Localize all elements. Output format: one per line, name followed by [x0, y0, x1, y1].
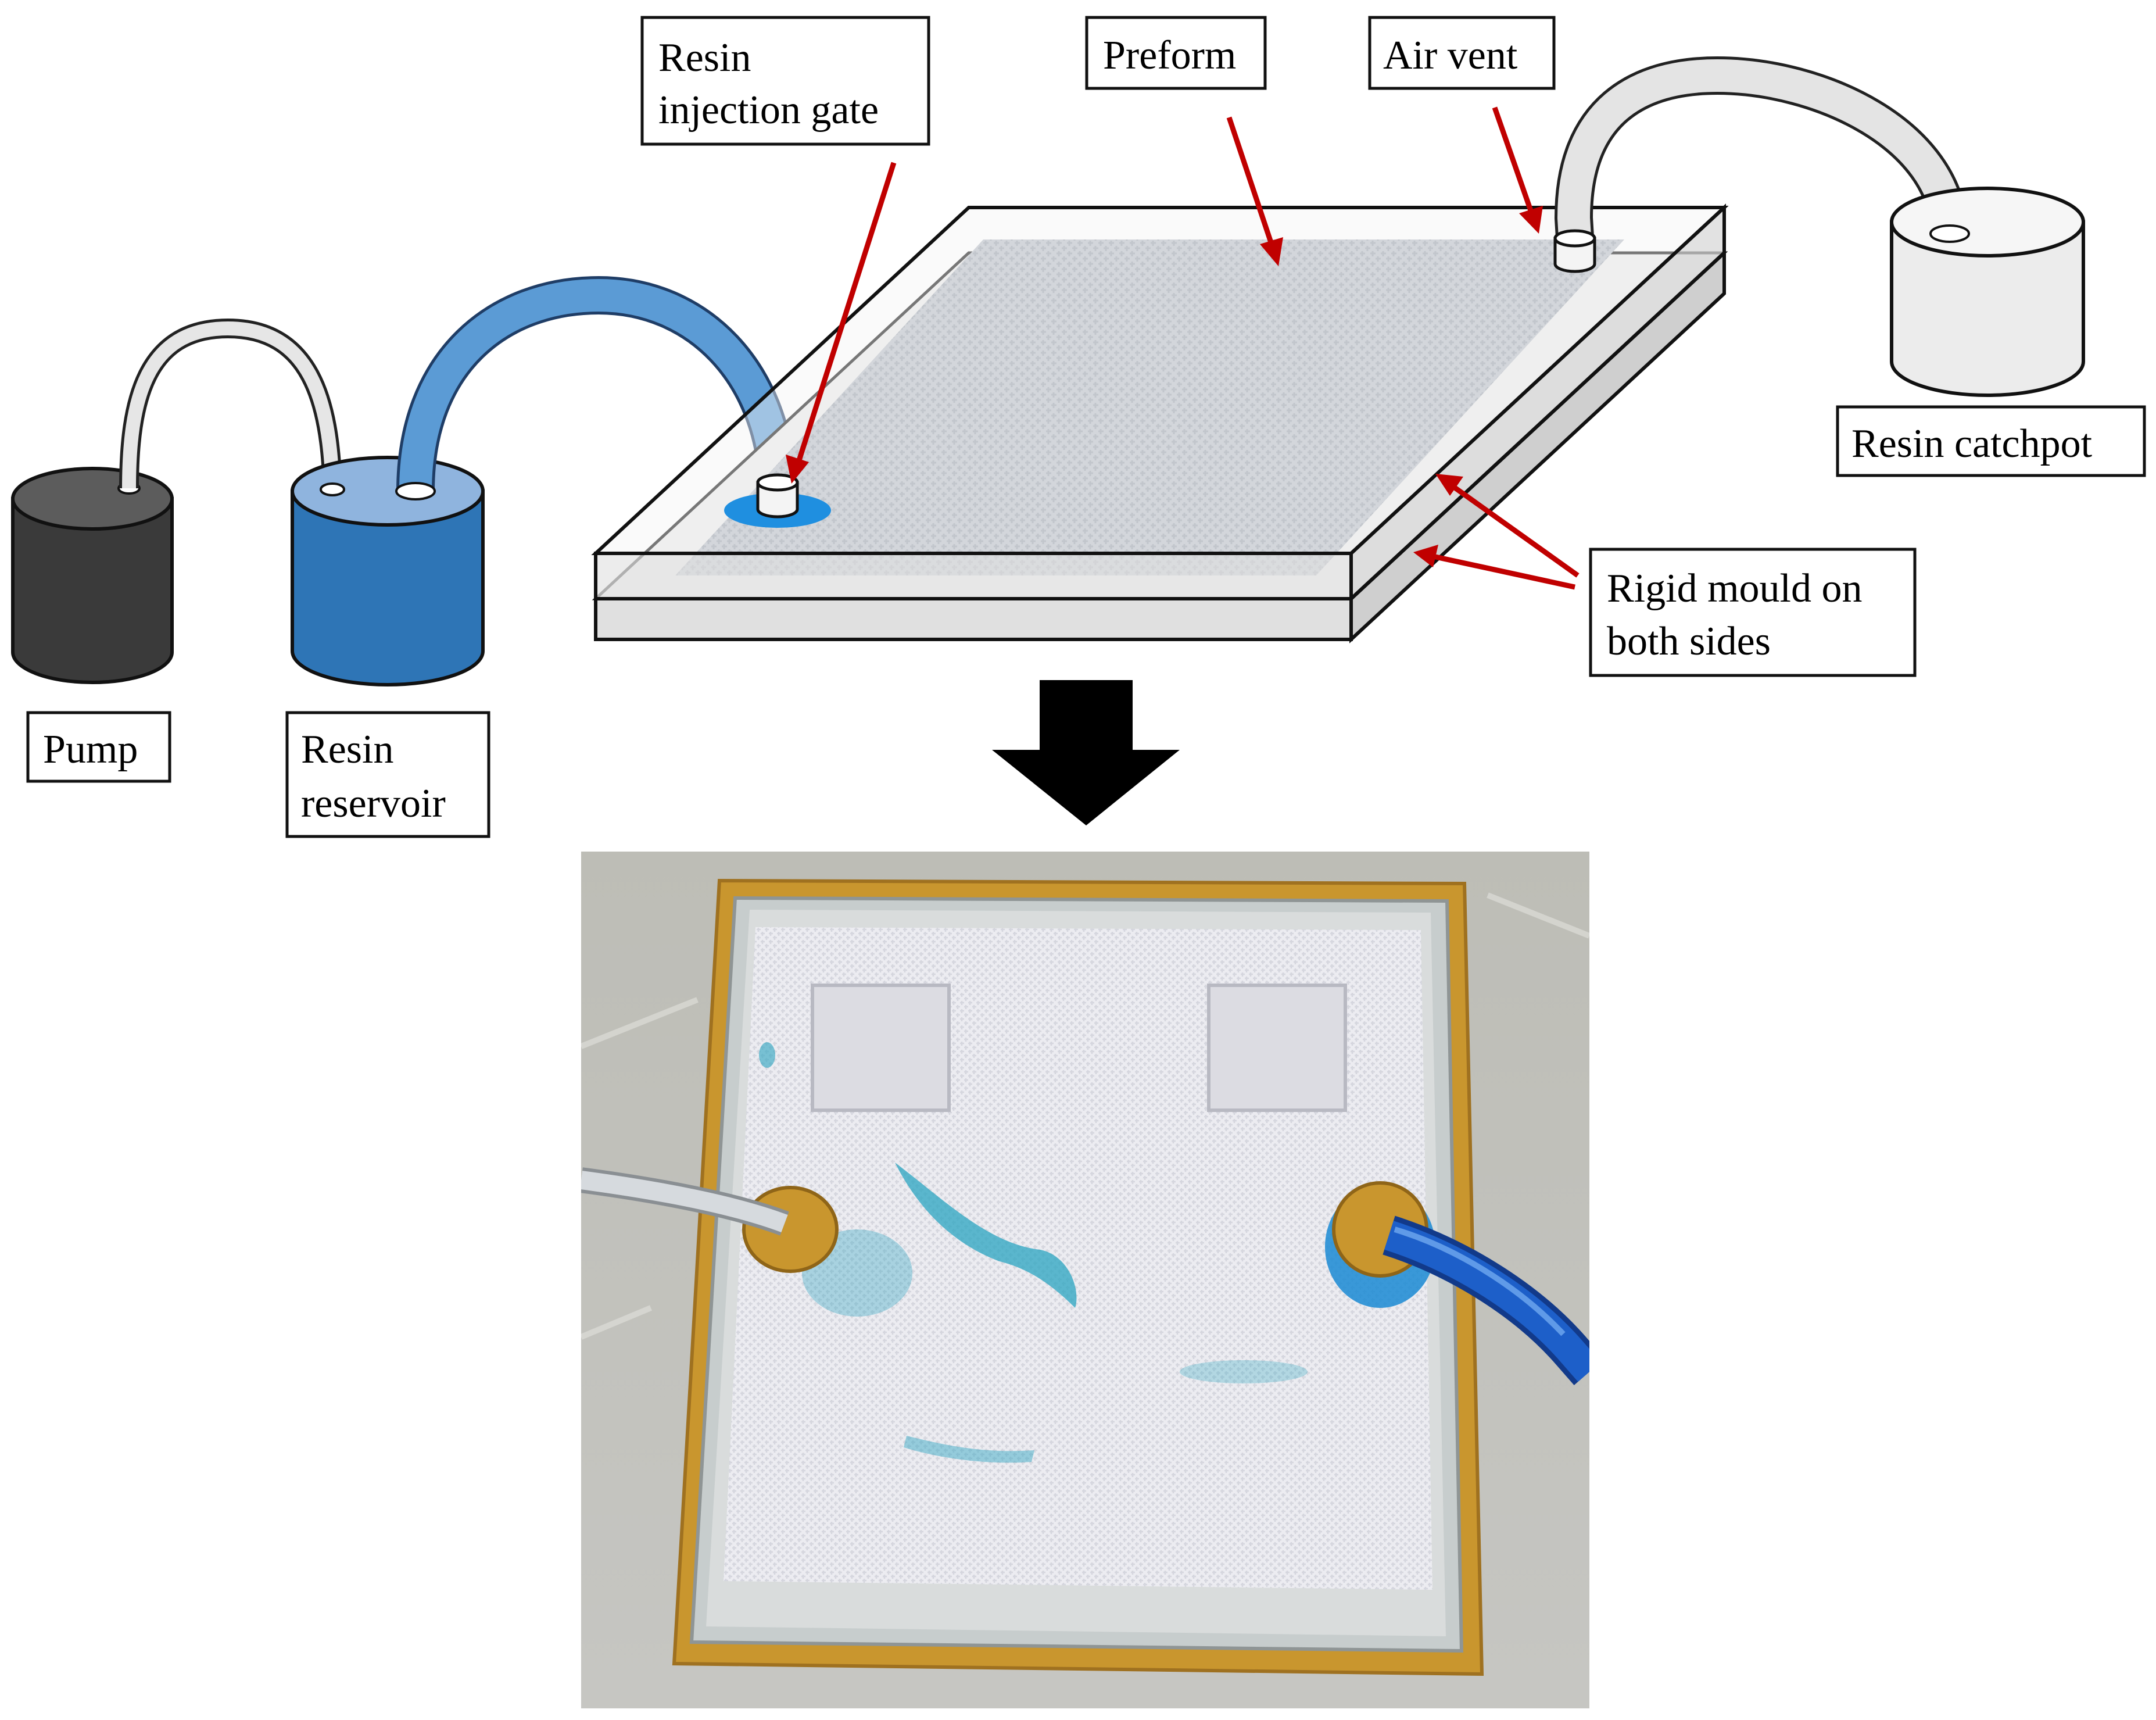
svg-text:Pump: Pump: [43, 727, 138, 772]
svg-text:injection gate: injection gate: [658, 88, 879, 133]
label-preform: Preform: [1085, 16, 1267, 90]
label-air-vent: Air vent: [1368, 16, 1556, 90]
svg-text:Resin catchpot: Resin catchpot: [1851, 421, 2093, 466]
svg-text:Resin: Resin: [658, 35, 751, 80]
label-injection-gate: Resin injection gate: [640, 16, 930, 146]
label-reservoir: Resin reservoir: [285, 711, 490, 838]
svg-text:both sides: both sides: [1607, 619, 1771, 664]
rtm-mould-photograph: [581, 852, 1589, 1708]
rigid-mould-icon: [591, 203, 1729, 643]
injection-port-icon: [756, 473, 799, 518]
svg-text:Resin: Resin: [301, 727, 393, 772]
label-catchpot: Resin catchpot: [1836, 405, 2146, 477]
label-rigid-mould: Rigid mould on both sides: [1589, 548, 1917, 677]
label-pump: Pump: [26, 711, 171, 783]
svg-text:Air vent: Air vent: [1383, 33, 1518, 78]
resin-reservoir-icon: [291, 456, 485, 686]
svg-text:Rigid mould on: Rigid mould on: [1607, 566, 1862, 611]
resin-catchpot-icon: [1890, 187, 2085, 397]
svg-text:Preform: Preform: [1103, 33, 1236, 78]
svg-text:reservoir: reservoir: [301, 781, 446, 826]
air-vent-icon: [1553, 229, 1596, 273]
down-arrow-icon: [992, 680, 1180, 825]
pump-icon: [11, 467, 174, 684]
pointer-arrows: [786, 106, 1580, 590]
preform-fabric: [675, 239, 1624, 575]
